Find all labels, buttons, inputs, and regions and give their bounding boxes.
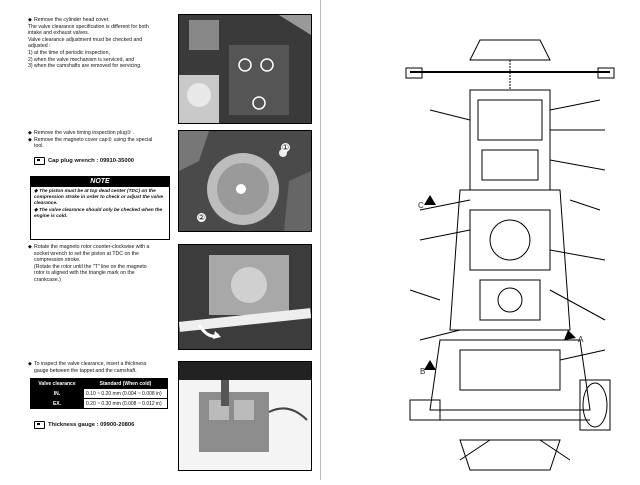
step-inspect-valve-clearance: ◆To inspect the valve clearance, insert … [28, 361, 146, 374]
step4-line: gauge between the tappet and the camshaf… [34, 367, 137, 374]
diamond-bullet-icon: ◆ [34, 208, 40, 213]
step3-line: compression stroke. [34, 257, 81, 264]
view-label-a: A [578, 335, 584, 344]
table-header: Valve clearance [30, 378, 84, 389]
note-item: The piston must be at top dead center (T… [34, 189, 164, 206]
step3-line: socket wrench to set the piston at TDC o… [34, 250, 139, 257]
step2-line: tool. [34, 143, 44, 150]
row-label: IN. [30, 388, 84, 399]
step1-line: The valve clearance specification is dif… [28, 23, 149, 30]
step4-line: To inspect the valve clearance, insert a… [34, 361, 147, 367]
note-box: NOTE ◆ The piston must be at top dead ce… [30, 176, 170, 240]
step1-line: intake and exhaust valves. [28, 30, 90, 37]
step3-line: rotor is aligned with the triangle mark … [34, 270, 135, 277]
photo-magneto-rotor [178, 244, 312, 350]
special-tool-thickness-gauge: Thickness gauge : 09900-20806 [34, 421, 134, 429]
vehicle-routing-diagram: C B A [400, 0, 620, 480]
diamond-bullet-icon: ◆ [28, 17, 32, 23]
tool-icon [34, 157, 45, 165]
view-label-b: B [420, 367, 426, 376]
step2-line: Remove the valve timing inspection plug①… [34, 130, 135, 136]
table-header: Standard (When cold) [83, 378, 168, 389]
photo-thickness-gauge [178, 361, 312, 471]
diamond-bullet-icon: ◆ [28, 361, 32, 367]
valve-clearance-table: Valve clearance Standard (When cold) IN.… [30, 378, 168, 409]
diamond-bullet-icon: ◆ [28, 244, 32, 250]
step1-line: 2) when the valve mechanism is serviced,… [28, 56, 135, 63]
special-tool-cap-plug-wrench: Cap plug wrench : 09910-35000 [34, 157, 134, 165]
note-item: The valve clearance should only be check… [34, 208, 163, 219]
step1-line: Remove the cylinder head cover. [34, 17, 110, 23]
callout-2: ② [197, 213, 206, 222]
row-value: 0.20 ~ 0.30 mm (0.008 ~ 0.012 in) [83, 398, 168, 409]
step2-line: Remove the magneto cover cap② using the … [34, 136, 153, 143]
table-row: IN. 0.10 ~ 0.20 mm (0.004 ~ 0.008 in) [30, 388, 168, 399]
diamond-bullet-icon: ◆ [28, 136, 32, 143]
step1-line: Valve clearance adjustment must be check… [28, 36, 143, 43]
step-rotate-magneto-rotor: ◆Rotate the magneto rotor counter-clockw… [28, 244, 168, 284]
callout-1: ① [281, 143, 290, 152]
step3-line: Rotate the magneto rotor counter-clockwi… [34, 244, 150, 250]
table-row: EX. 0.20 ~ 0.30 mm (0.008 ~ 0.012 in) [30, 398, 168, 409]
step3-line: crankcase.) [34, 276, 61, 283]
step1-line: 1) at the time of periodic inspection, [28, 49, 110, 56]
photo-magneto-cover: ① ② [178, 130, 312, 232]
step1-line: 3) when the camshafts are removed for se… [28, 63, 142, 70]
step1-line: adjusted : [28, 43, 51, 50]
diamond-bullet-icon: ◆ [28, 130, 32, 136]
view-label-c: C [418, 201, 424, 210]
tool-label: Cap plug wrench : 09910-35000 [48, 158, 135, 164]
tool-icon [34, 421, 45, 429]
diamond-bullet-icon: ◆ [34, 189, 40, 194]
frame-diagram-svg [405, 39, 615, 471]
row-label: EX. [30, 398, 84, 409]
row-value: 0.10 ~ 0.20 mm (0.004 ~ 0.008 in) [83, 388, 168, 399]
tool-label: Thickness gauge : 09900-20806 [48, 422, 135, 428]
page-divider [320, 0, 321, 480]
note-title: NOTE [31, 177, 169, 187]
step-remove-cylinder-head-cover: ◆Remove the cylinder head cover. The val… [28, 17, 149, 70]
step3-line: (Rotate the rotor until the "T" line on … [34, 263, 147, 270]
photo-cylinder-head [178, 14, 312, 124]
step-remove-inspection-plug: ◆Remove the valve timing inspection plug… [28, 130, 152, 150]
